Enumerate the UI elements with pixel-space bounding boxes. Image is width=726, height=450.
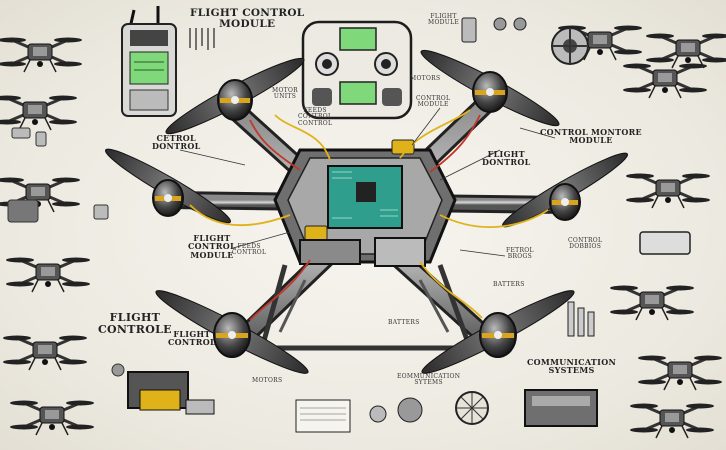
tool-set bbox=[189, 28, 215, 50]
mini-drone-br bbox=[628, 402, 716, 440]
mini-drone-l1 bbox=[0, 94, 79, 132]
central-hub bbox=[273, 139, 457, 267]
label-batters-right: BATTERS bbox=[493, 281, 525, 288]
mini-drone-bl bbox=[8, 399, 96, 437]
mini-drone-l3 bbox=[4, 256, 92, 294]
label-batters-center: BATTERS bbox=[388, 319, 420, 326]
parts-left bbox=[7, 127, 125, 377]
leader-lines bbox=[179, 107, 556, 257]
radio-transmitter bbox=[301, 20, 413, 120]
parts-top-right bbox=[461, 17, 589, 65]
motors bbox=[152, 71, 581, 358]
mini-drone-r3 bbox=[608, 284, 696, 322]
mini-drone-r1 bbox=[621, 62, 709, 100]
mini-drone-tr bbox=[644, 32, 726, 70]
mini-drone-l4 bbox=[1, 334, 89, 372]
label-motors-low: MOTORS bbox=[252, 377, 283, 384]
bottom-components bbox=[127, 231, 691, 433]
label-motors-top: MOTORS bbox=[410, 75, 441, 82]
wiring bbox=[189, 109, 549, 321]
mini-drone-tl bbox=[0, 36, 84, 74]
mini-drone-r4 bbox=[636, 354, 724, 392]
mini-drone-r2 bbox=[624, 172, 712, 210]
handheld-transmitter bbox=[121, 6, 177, 117]
